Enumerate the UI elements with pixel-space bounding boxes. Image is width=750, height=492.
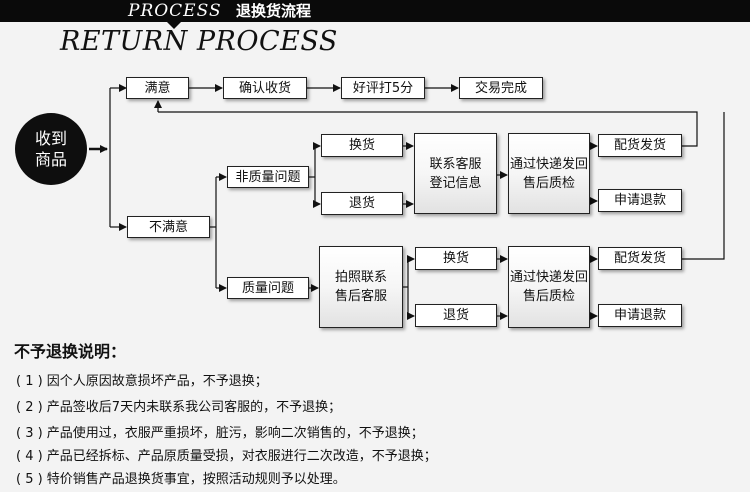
header-bar: PROCESS 退换货流程 — [0, 0, 750, 22]
note-item-5: ( 5 ) 特价销售产品退换货事宜，按照活动规则予以处理。 — [16, 472, 346, 487]
node-apply-refund-1: 申请退款 — [598, 189, 682, 212]
start-label-line2: 商品 — [34, 150, 67, 169]
contact-service-line1: 联系客服 — [429, 156, 482, 172]
notes-title: 不予退换说明： — [14, 342, 127, 361]
start-label-line1: 收到 — [34, 129, 67, 148]
node-deal-complete: 交易完成 — [459, 77, 543, 99]
node-contact-service: 联系客服 登记信息 — [414, 133, 497, 214]
courier-inspect-1-line1: 通过快递发回 — [509, 156, 588, 172]
note-item-1: ( 1 ) 因个人原因故意损坏产品，不予退换； — [16, 374, 268, 389]
node-refund-1: 退货 — [321, 192, 403, 215]
node-courier-inspect-1: 通过快递发回 售后质检 — [508, 133, 590, 214]
node-exchange-2: 换货 — [415, 247, 497, 270]
node-apply-refund-2: 申请退款 — [598, 304, 682, 327]
header-notch — [167, 22, 181, 29]
header-label-cn: 退换货流程 — [236, 2, 312, 20]
start-received-goods: 收到 商品 — [15, 113, 87, 185]
note-item-3: ( 3 ) 产品使用过，衣服严重损坏，脏污，影响二次销售的，不予退换； — [16, 426, 424, 441]
node-quality-issue: 质量问题 — [227, 277, 309, 299]
node-refund-2: 退货 — [415, 304, 497, 327]
photo-contact-line1: 拍照联系 — [334, 270, 387, 285]
node-unsatisfied: 不满意 — [127, 216, 210, 238]
header-label-en: PROCESS — [128, 1, 222, 21]
node-ship-goods-1: 配货发货 — [598, 134, 682, 157]
node-exchange-1: 换货 — [321, 134, 403, 157]
courier-inspect-2-line2: 售后质检 — [522, 289, 575, 304]
courier-inspect-1-line2: 售后质检 — [522, 175, 575, 191]
node-courier-inspect-2: 通过快递发回 售后质检 — [508, 246, 590, 328]
node-satisfied: 满意 — [126, 77, 189, 99]
loop-ship2-to-satisfied — [682, 112, 725, 260]
node-non-quality-issue: 非质量问题 — [227, 166, 309, 188]
page-title: RETURN PROCESS — [60, 26, 338, 57]
node-ship-goods-2: 配货发货 — [598, 247, 682, 270]
note-item-2: ( 2 ) 产品签收后7天内未联系我公司客服的，不予退换； — [16, 400, 342, 415]
note-item-4: ( 4 ) 产品已经拆标、产品原质量受损，对衣服进行二次改造，不予退换； — [16, 449, 437, 464]
node-photo-contact: 拍照联系 售后客服 — [319, 246, 403, 328]
loop-ship1-to-satisfied — [158, 111, 698, 147]
contact-service-line2: 登记信息 — [429, 175, 482, 191]
photo-contact-line2: 售后客服 — [334, 289, 387, 304]
node-confirm-receipt: 确认收货 — [223, 77, 307, 99]
courier-inspect-2-line1: 通过快递发回 — [509, 270, 588, 285]
node-good-review: 好评打5分 — [341, 77, 425, 99]
